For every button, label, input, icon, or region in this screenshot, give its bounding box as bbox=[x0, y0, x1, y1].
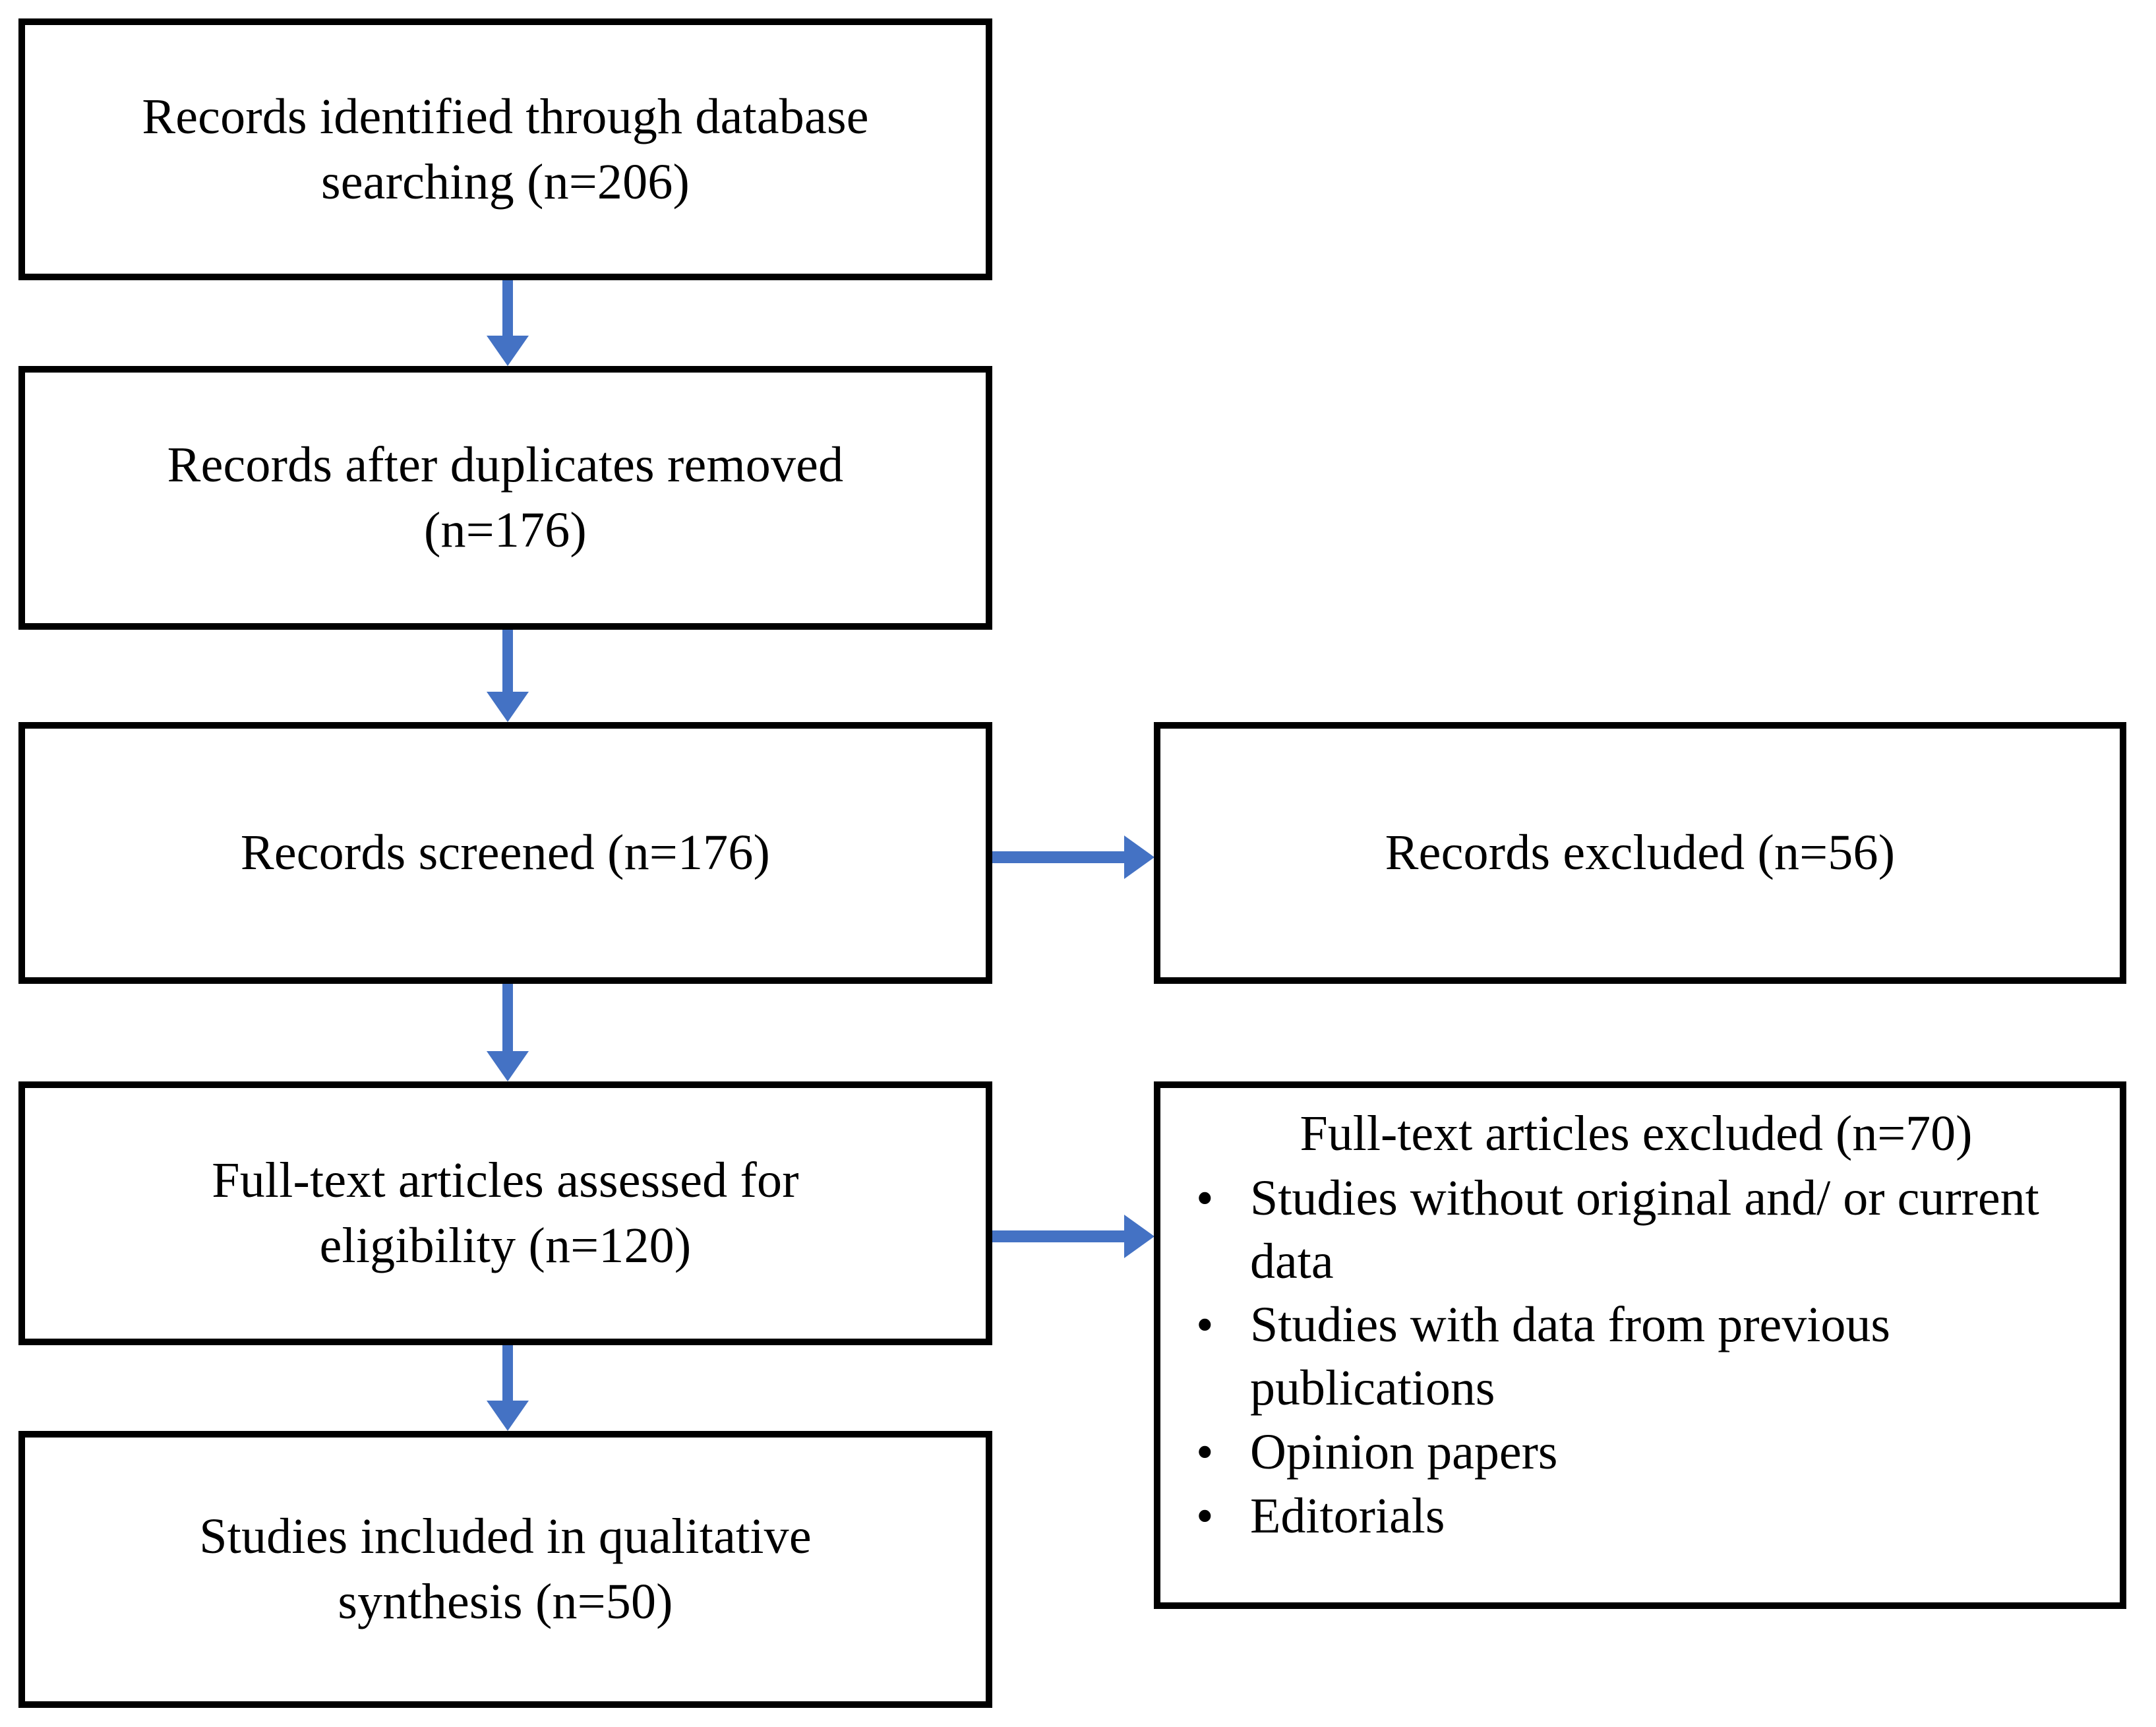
node-records-after-duplicates-label: Records after duplicates removed (n=176) bbox=[167, 437, 844, 558]
list-item: • Opinion papers bbox=[1172, 1421, 2100, 1484]
node-records-after-duplicates: Records after duplicates removed (n=176) bbox=[18, 366, 992, 630]
arrow-head bbox=[1124, 835, 1154, 879]
node-records-identified-label: Records identified through database sear… bbox=[142, 88, 869, 210]
arrow-shaft bbox=[992, 1230, 1124, 1242]
node-studies-included-label: Studies included in qualitative synthesi… bbox=[199, 1509, 812, 1629]
list-item-label: Opinion papers bbox=[1250, 1424, 1558, 1480]
list-item: • Studies without original and/ or curre… bbox=[1172, 1167, 2100, 1294]
node-fulltext-excluded-title: Full-text articles excluded (n=70) bbox=[1300, 1106, 1973, 1161]
list-item-label: Studies without original and/ or current… bbox=[1250, 1170, 2039, 1289]
node-records-screened: Records screened (n=176) bbox=[18, 722, 992, 984]
node-fulltext-assessed: Full-text articles assessed for eligibil… bbox=[18, 1081, 992, 1345]
arrow-shaft bbox=[502, 984, 513, 1051]
node-fulltext-assessed-label: Full-text articles assessed for eligibil… bbox=[212, 1153, 799, 1273]
list-item: • Studies with data from previous public… bbox=[1172, 1294, 2100, 1420]
node-studies-included: Studies included in qualitative synthesi… bbox=[18, 1431, 992, 1708]
arrow-head bbox=[487, 1401, 529, 1431]
node-records-identified: Records identified through database sear… bbox=[18, 18, 992, 280]
fulltext-excluded-reason-list: • Studies without original and/ or curre… bbox=[1172, 1167, 2100, 1548]
bullet-icon: • bbox=[1196, 1424, 1214, 1480]
node-records-excluded: Records excluded (n=56) bbox=[1154, 722, 2126, 984]
list-item: • Editorials bbox=[1172, 1485, 2100, 1548]
arrow-head bbox=[487, 336, 529, 366]
arrow-head bbox=[487, 692, 529, 722]
arrow-shaft bbox=[502, 280, 513, 336]
node-fulltext-excluded: Full-text articles excluded (n=70) • Stu… bbox=[1154, 1081, 2126, 1609]
arrow-head bbox=[1124, 1215, 1154, 1258]
list-item-label: Studies with data from previous publicat… bbox=[1250, 1297, 1890, 1416]
arrow-shaft bbox=[502, 630, 513, 692]
node-records-screened-label: Records screened (n=176) bbox=[240, 825, 771, 881]
bullet-icon: • bbox=[1196, 1488, 1214, 1544]
bullet-icon: • bbox=[1196, 1170, 1214, 1226]
arrow-shaft bbox=[992, 851, 1124, 863]
list-item-label: Editorials bbox=[1250, 1488, 1445, 1544]
bullet-icon: • bbox=[1196, 1297, 1214, 1353]
node-records-excluded-label: Records excluded (n=56) bbox=[1385, 825, 1896, 881]
arrow-shaft bbox=[502, 1345, 513, 1401]
arrow-head bbox=[487, 1051, 529, 1081]
